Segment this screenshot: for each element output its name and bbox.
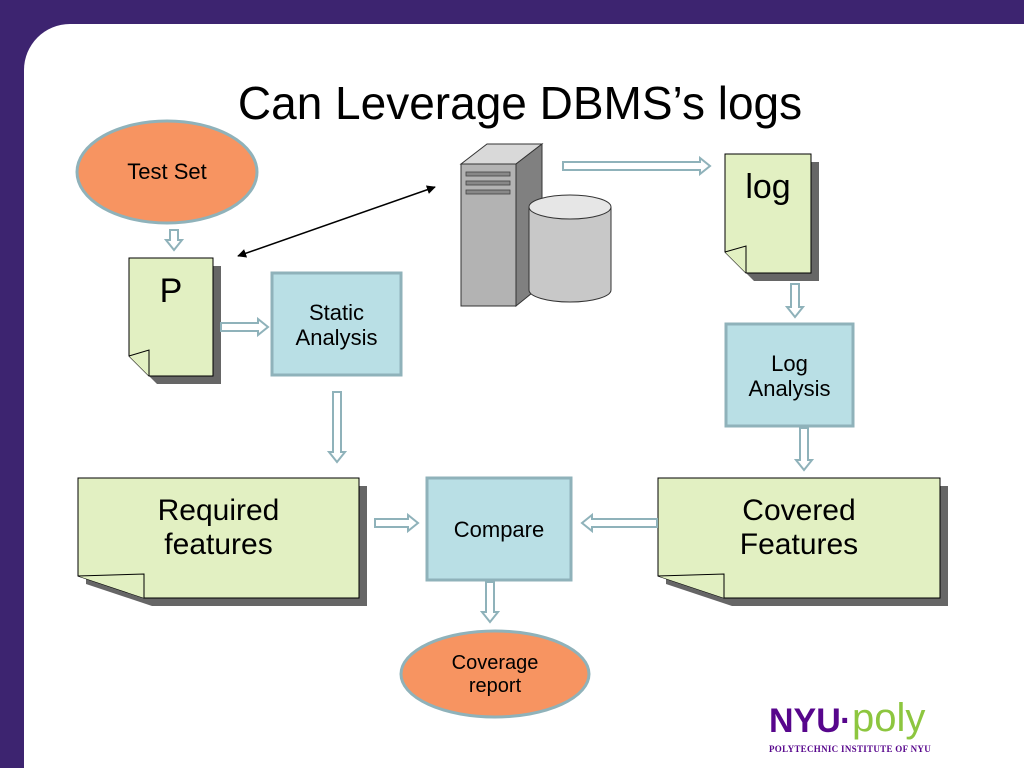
arrow-testset-to-p — [163, 229, 185, 252]
arrow-p-to-static — [220, 316, 270, 338]
server-database-icon — [459, 142, 612, 308]
test-set-ellipse — [75, 119, 259, 225]
logo-tagline: POLYTECHNIC INSTITUTE OF NYU — [769, 744, 932, 754]
nyu-poly-logo: NYU · poly POLYTECHNIC INSTITUTE OF NYU — [766, 696, 966, 760]
slide-title: Can Leverage DBMS’s logs — [237, 77, 803, 129]
arrow-required-to-compare — [374, 512, 420, 534]
log-analysis-box — [724, 322, 855, 428]
covered-features-label: Covered Features — [739, 493, 859, 562]
required-features-document — [77, 477, 367, 606]
compare-box — [425, 476, 573, 582]
arrow-covered-to-compare — [580, 512, 658, 534]
program-document — [128, 257, 221, 384]
logo-poly-text: poly — [852, 696, 926, 740]
logo-separator: · — [840, 702, 852, 740]
compare-label: Compare — [453, 517, 545, 543]
program-label: P — [159, 272, 183, 311]
coverage-report-ellipse — [399, 629, 591, 719]
log-document — [724, 153, 819, 281]
log-analysis-label: Log Analysis — [748, 350, 831, 401]
logo-nyu-text: NYU — [769, 702, 841, 740]
arrow-p-server-bidirectional — [237, 185, 436, 258]
arrow-log-to-analysis — [784, 283, 806, 319]
test-set-label: Test Set — [127, 159, 207, 185]
static-analysis-label: Static Analysis — [295, 299, 378, 350]
arrow-loganalysis-to-covered — [793, 427, 815, 472]
coverage-report-label: Coverage report — [451, 652, 539, 697]
log-label: log — [745, 168, 791, 207]
arrow-static-to-required — [326, 391, 348, 464]
arrow-server-to-log — [562, 155, 712, 177]
required-features-label: Required features — [157, 493, 280, 562]
static-analysis-box — [270, 271, 403, 377]
covered-features-document — [657, 477, 948, 606]
arrow-compare-to-report — [479, 581, 501, 624]
